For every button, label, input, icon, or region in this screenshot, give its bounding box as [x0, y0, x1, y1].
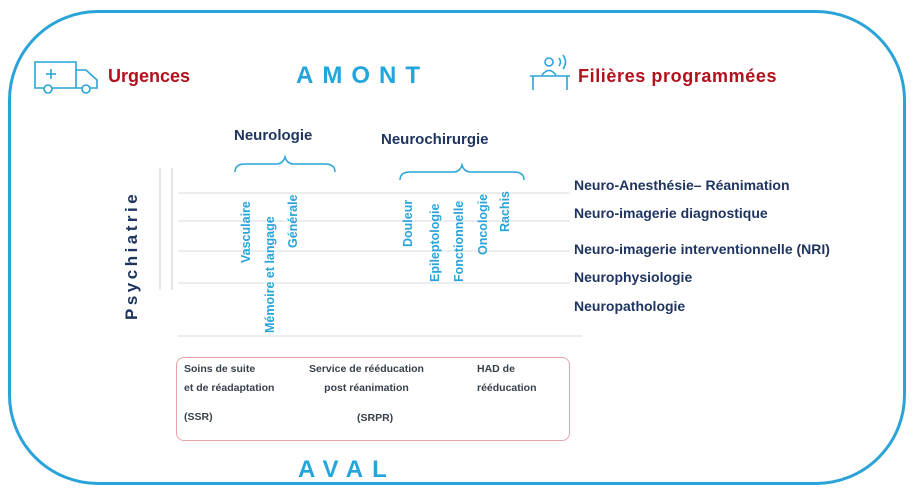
neurochirurgie-bracket — [399, 162, 525, 181]
aval-services-box — [176, 357, 570, 441]
outer-frame — [8, 10, 906, 485]
ssr-line1: Soins de suite — [184, 363, 256, 375]
neurologie-item: Générale — [286, 194, 300, 248]
psychiatrie-label: Psychiatrie — [122, 190, 141, 320]
ssr-block: Soins de suite et de réadaptation (SSR) — [184, 360, 274, 427]
ssr-line2: et de réadaptation — [184, 382, 275, 394]
specialty-item: Neuropathologie — [574, 298, 686, 314]
srpr-line2: post réanimation — [324, 382, 409, 394]
neurochirurgie-item: Epileptologie — [428, 203, 442, 282]
srpr-line1: Service de rééducation — [309, 363, 424, 375]
srpr-abbr: (SRPR) — [357, 412, 394, 424]
neurologie-item: Mémoire et langage — [263, 216, 277, 333]
specialty-item: Neuro-imagerie interventionnelle (NRI) — [574, 241, 830, 257]
neurochirurgie-item: Rachis — [498, 191, 512, 232]
had-line1: HAD de — [477, 363, 515, 375]
specialty-item: Neuro-Anesthésie– Réanimation — [574, 177, 790, 193]
reception-desk-icon — [530, 54, 570, 90]
had-line2: rééducation — [477, 382, 537, 394]
ambulance-icon — [34, 61, 98, 94]
specialty-item: Neuro-imagerie diagnostique — [574, 205, 768, 221]
amont-label: AMONT — [296, 62, 429, 89]
ssr-abbr: (SSR) — [184, 411, 213, 423]
specialty-item: Neurophysiologie — [574, 269, 693, 285]
aval-label: AVAL — [298, 456, 396, 483]
neurochirurgie-title: Neurochirurgie — [381, 131, 489, 148]
neurochirurgie-item: Oncologie — [476, 193, 490, 255]
neurochirurgie-item: Douleur — [401, 199, 415, 247]
urgences-label: Urgences — [108, 66, 191, 86]
neurochirurgie-item: Fonctionnelle — [452, 200, 466, 282]
neurologie-bracket — [234, 154, 336, 173]
neurologie-title: Neurologie — [234, 127, 313, 144]
neurologie-item: Vasculaire — [239, 201, 253, 263]
srpr-block: Service de rééducation post réanimation — [309, 360, 424, 398]
filieres-label: Filières programmées — [578, 66, 778, 86]
had-block: HAD de rééducation — [477, 360, 537, 398]
